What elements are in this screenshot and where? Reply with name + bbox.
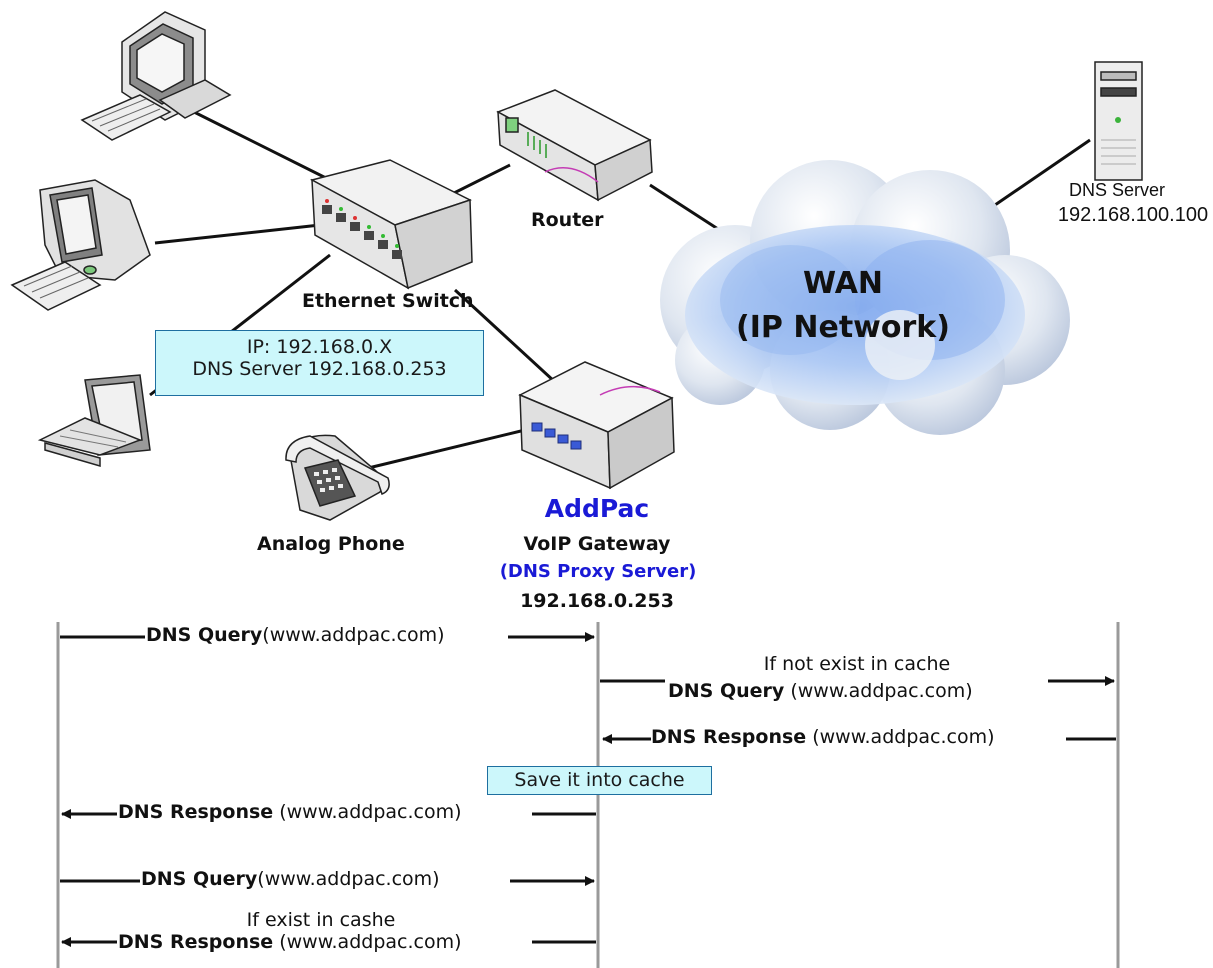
switch-label: Ethernet Switch (302, 290, 474, 312)
wan-subtitle: (IP Network) (736, 310, 950, 345)
dns-server-icon (1094, 61, 1143, 181)
lifelines (56, 622, 1120, 968)
query1-label: DNS Query(www.addpac.com) (146, 624, 445, 646)
dns-server-ip: 192.168.100.100 (1057, 204, 1209, 226)
query1-bold: DNS Query (146, 624, 263, 646)
gateway-brand: AddPac (544, 494, 650, 523)
wan-cloud (660, 160, 1070, 435)
response1-label: DNS Response (www.addpac.com) (651, 726, 995, 748)
save-cache-note: Save it into cache (487, 766, 712, 795)
query1-rest: (www.addpac.com) (262, 624, 445, 646)
gateway-name: VoIP Gateway (523, 533, 671, 555)
query3-label: DNS Query(www.addpac.com) (141, 868, 440, 890)
voip-gateway-icon (518, 361, 675, 490)
client-ip-text: IP: 192.168.0.X (246, 336, 393, 358)
query2-bold: DNS Query (668, 680, 785, 702)
query3-rest: (www.addpac.com) (257, 868, 440, 890)
query2-label: DNS Query (www.addpac.com) (668, 680, 973, 702)
sequence-arrows (60, 632, 1116, 947)
laptop-icon (37, 374, 151, 467)
desktop-pc-icon (80, 11, 232, 141)
response3-rest: (www.addpac.com) (273, 931, 462, 953)
query3-bold: DNS Query (141, 868, 258, 890)
dns-server-title: DNS Server (1068, 180, 1166, 200)
cache-hit-note: If exist in cashe (246, 909, 396, 931)
response1-bold: DNS Response (651, 726, 807, 748)
ethernet-switch-icon (309, 159, 473, 290)
query2-rest: (www.addpac.com) (784, 680, 973, 702)
response1-rest: (www.addpac.com) (806, 726, 995, 748)
wan-title: WAN (802, 266, 884, 301)
client-info-box: IP: 192.168.0.X DNS Server 192.168.0.253 (155, 330, 484, 396)
response3-label: DNS Response (www.addpac.com) (118, 931, 462, 953)
router-icon (496, 89, 653, 202)
response2-bold: DNS Response (118, 801, 274, 823)
analog-phone-label: Analog Phone (257, 533, 405, 555)
cache-miss-note: If not exist in cache (763, 653, 951, 675)
response3-bold: DNS Response (118, 931, 274, 953)
response2-rest: (www.addpac.com) (273, 801, 462, 823)
router-label: Router (531, 209, 604, 231)
client-dns-text: DNS Server 192.168.0.253 (192, 358, 447, 380)
gateway-ip: 192.168.0.253 (520, 590, 674, 612)
gateway-role: (DNS Proxy Server) (499, 561, 697, 582)
analog-phone-icon (285, 434, 390, 521)
crt-monitor-icon (10, 179, 151, 311)
response2-label: DNS Response (www.addpac.com) (118, 801, 462, 823)
